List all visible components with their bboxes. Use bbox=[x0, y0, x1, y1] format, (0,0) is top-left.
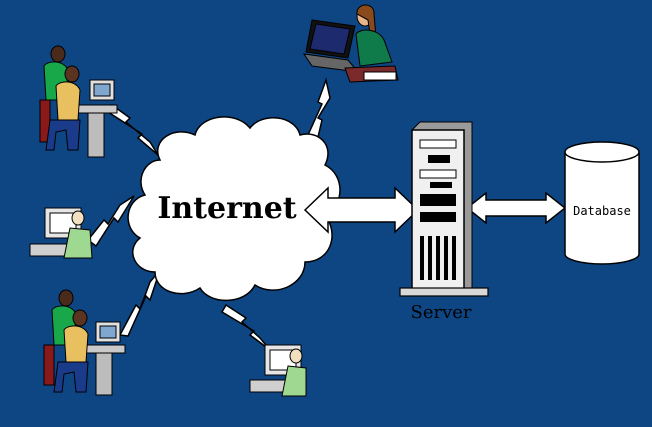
lightning-link-icon bbox=[86, 77, 331, 351]
crt-monitor-user-bottom-icon bbox=[249, 344, 307, 397]
user4-body bbox=[63, 325, 89, 363]
double-arrow-icon bbox=[303, 186, 567, 234]
server-label: Server bbox=[410, 302, 471, 323]
monitor-screen-b bbox=[99, 325, 117, 339]
database-label: Database bbox=[573, 204, 631, 218]
drive-bay-3 bbox=[419, 169, 457, 179]
database-cylinder-icon: Database bbox=[564, 141, 640, 265]
user3-legs bbox=[43, 344, 55, 386]
drive-bay-4 bbox=[430, 182, 452, 188]
user2-body bbox=[55, 81, 81, 121]
crt-user-body bbox=[63, 227, 93, 259]
desk-leg bbox=[87, 112, 105, 158]
workstation-two-users-icon bbox=[39, 45, 118, 158]
laptop-woman-icon bbox=[302, 4, 399, 83]
laptop-display bbox=[309, 23, 351, 55]
database-body bbox=[564, 151, 640, 265]
lightning-mid-left-icon bbox=[86, 195, 135, 248]
lightning-top-right-icon bbox=[307, 77, 331, 153]
user4-head bbox=[72, 309, 88, 327]
desk-leg-b bbox=[95, 352, 113, 396]
user3-head bbox=[58, 289, 74, 307]
vent-slots bbox=[420, 236, 456, 280]
database-top bbox=[564, 141, 640, 163]
workstation-two-users-bottom-icon bbox=[43, 289, 126, 396]
drive-bay-6 bbox=[420, 212, 456, 222]
crt-user-body-b bbox=[281, 365, 307, 397]
server-tower-icon: Server bbox=[399, 121, 489, 323]
cloud-shape bbox=[127, 116, 341, 302]
server-base bbox=[399, 287, 489, 297]
drive-bay-5 bbox=[420, 194, 456, 206]
crt-user-head-b bbox=[289, 348, 303, 364]
user2-legs bbox=[45, 119, 81, 151]
crt-user-head bbox=[71, 210, 85, 226]
woman-book bbox=[363, 71, 397, 81]
user1-head bbox=[50, 45, 66, 63]
internet-cloud: Internet bbox=[127, 116, 341, 302]
internet-label: Internet bbox=[157, 191, 296, 226]
woman-body bbox=[355, 29, 393, 67]
crt-monitor-user-icon bbox=[29, 207, 93, 259]
monitor-screen bbox=[93, 83, 111, 97]
user2-head bbox=[64, 65, 80, 83]
drive-bay-1 bbox=[419, 139, 457, 149]
drive-bay-2 bbox=[428, 155, 450, 163]
user4-legs bbox=[53, 361, 89, 393]
